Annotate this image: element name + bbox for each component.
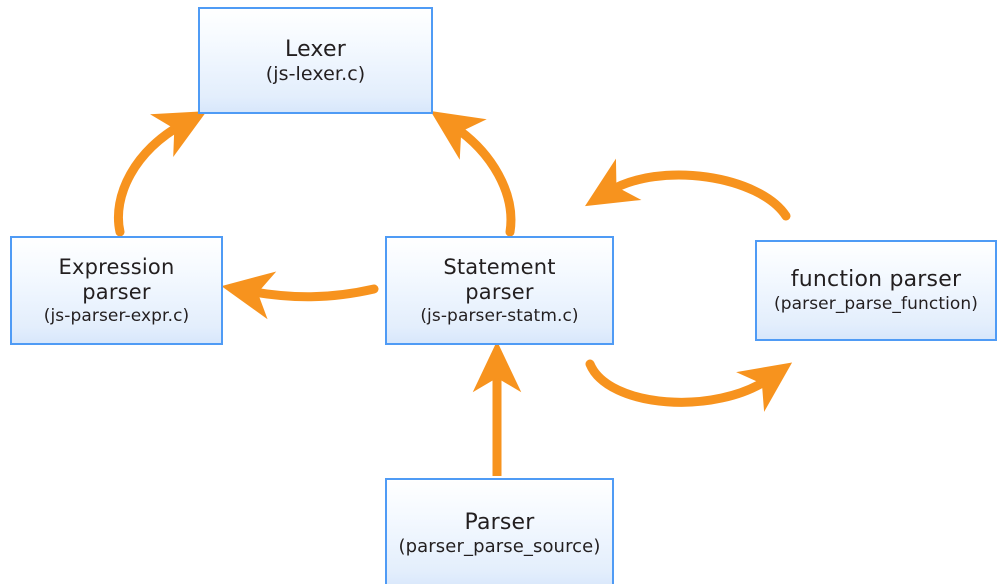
- node-expression-parser-subtitle: (js-parser-expr.c): [43, 305, 190, 326]
- node-lexer[interactable]: Lexer (js-lexer.c): [198, 7, 433, 114]
- node-lexer-subtitle: (js-lexer.c): [265, 62, 366, 85]
- edge-function-parser-to-statement-parser: [584, 158, 791, 221]
- edge-statement-parser-to-function-parser: [585, 359, 793, 412]
- node-expression-parser-title-line1: Expression: [58, 254, 175, 279]
- edge-statement-parser-to-lexer: [430, 111, 516, 237]
- edge-expression-parser-to-lexer: [114, 111, 207, 237]
- edge-statement-parser-to-expression-parser: [221, 271, 379, 320]
- node-function-parser-title: function parser: [790, 266, 962, 292]
- node-expression-parser[interactable]: Expression parser (js-parser-expr.c): [10, 236, 223, 345]
- node-function-parser-subtitle: (parser_parse_function): [773, 293, 979, 314]
- node-parser-subtitle: (parser_parse_source): [398, 536, 601, 557]
- node-statement-parser-title-line2: parser: [465, 279, 534, 304]
- node-statement-parser-subtitle: (js-parser-statm.c): [420, 305, 579, 326]
- node-parser-title: Parser: [464, 510, 535, 535]
- node-statement-parser-title-line1: Statement: [443, 254, 556, 279]
- node-parser[interactable]: Parser (parser_parse_source): [385, 478, 614, 584]
- node-expression-parser-title-line2: parser: [82, 279, 151, 304]
- node-function-parser[interactable]: function parser (parser_parse_function): [755, 240, 997, 341]
- node-statement-parser[interactable]: Statement parser (js-parser-statm.c): [385, 236, 614, 345]
- node-lexer-title: Lexer: [285, 36, 346, 62]
